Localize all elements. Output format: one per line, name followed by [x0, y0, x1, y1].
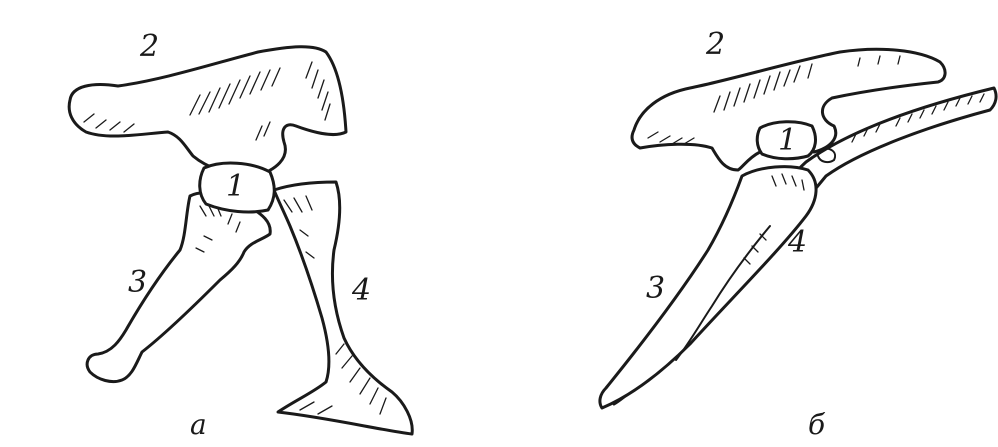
panel-b-label-1: 1 [778, 123, 797, 158]
panel-a-label-1: 1 [226, 169, 245, 204]
panel-a-ilium-bone [69, 47, 346, 176]
panel-a [69, 47, 412, 434]
panel-a-label-4: 4 [351, 273, 371, 308]
panel-a-label-3: 3 [128, 265, 147, 300]
panel-a-pubis-bone [274, 182, 412, 434]
panel-a-ischium-bone [87, 193, 270, 382]
panel-b-label-2: 2 [705, 27, 725, 62]
panel-b-label-4: 4 [787, 225, 807, 260]
panel-b-ischium-bone [600, 167, 816, 408]
panel-a-label-2: 2 [139, 29, 159, 64]
panel-b-label-3: 3 [646, 271, 665, 306]
panel-b-caption: б [808, 408, 826, 441]
panel-a-caption: а [190, 408, 207, 441]
